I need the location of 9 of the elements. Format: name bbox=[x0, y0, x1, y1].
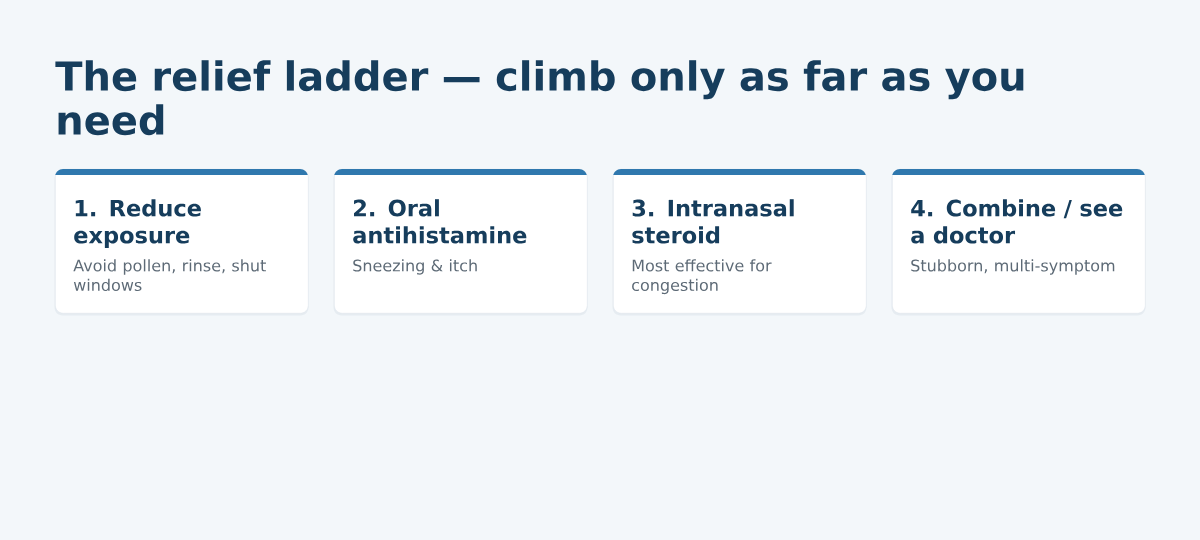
card-heading: 4. Combine / see a doctor bbox=[911, 199, 1123, 244]
card-heading: 1. Reduce exposure bbox=[74, 199, 201, 248]
card-text: Most effective for congestion bbox=[632, 259, 772, 295]
diagram-title: The relief ladder — climb only as far as you need bbox=[55, 60, 1024, 136]
card-text: Sneezing & itch bbox=[353, 259, 477, 275]
card-text: Avoid pollen, rinse, shut windows bbox=[73, 259, 266, 292]
card-heading: 2. Oral antihistamine bbox=[353, 199, 527, 244]
card-text: Stubborn, multi-symptom bbox=[911, 259, 1115, 275]
card-heading: 3. Intranasal steroid bbox=[632, 199, 794, 244]
